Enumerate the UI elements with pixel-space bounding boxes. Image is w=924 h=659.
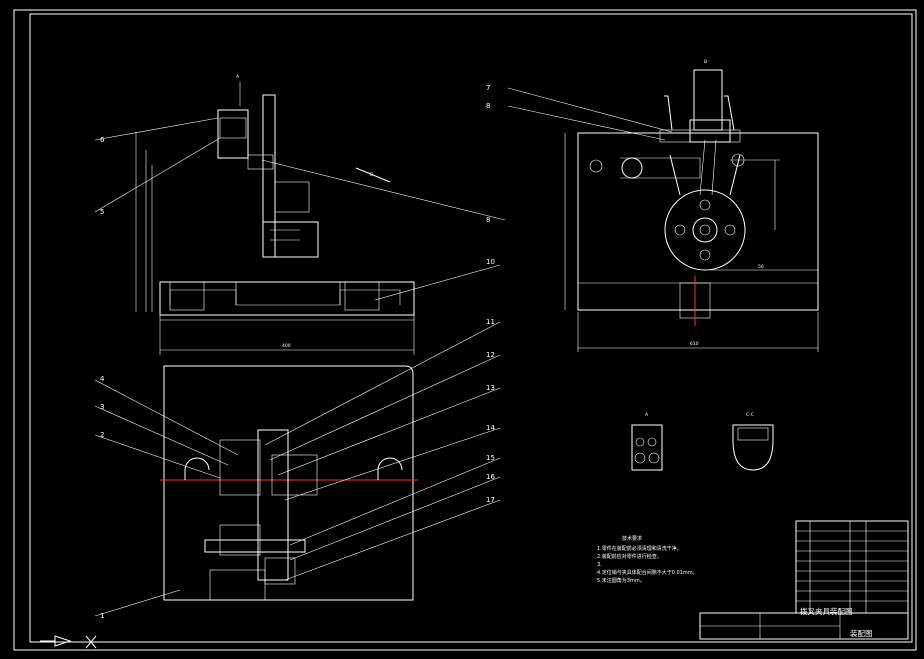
- leader-lines-right: [507, 87, 673, 141]
- dim-base-width: 610: [690, 341, 699, 347]
- top-base-plate: [163, 365, 414, 601]
- tech-req-title: 技术要求: [622, 535, 642, 542]
- title-block: [699, 520, 909, 640]
- part-label-17: 17: [486, 496, 495, 504]
- part-label-16: 16: [486, 473, 495, 481]
- part-label-11: 11: [486, 318, 495, 326]
- inner-border: [29, 13, 913, 643]
- dim-top-view-width: 400: [282, 343, 291, 349]
- sheet-label: 装配图: [850, 628, 873, 638]
- section-cc-view: [732, 424, 774, 471]
- front-base-plate: [159, 281, 415, 316]
- projection-symbol: [40, 635, 97, 649]
- leader-lines-mid: [261, 159, 506, 581]
- drawing-name: 拨叉夹具装配图: [800, 606, 853, 616]
- top-b-label: B: [704, 59, 707, 65]
- side-base-plate: [577, 132, 819, 311]
- leader-lines-left: [94, 117, 239, 617]
- part-label-7: 7: [486, 84, 490, 92]
- tech-req-line-2: 2.装配前应对零件进行检查。: [597, 553, 662, 560]
- side-view: [564, 69, 819, 352]
- part-label-3: 3: [100, 403, 104, 411]
- section-views: [631, 424, 774, 471]
- front-view: [135, 82, 415, 355]
- tech-req-line-5: 5.未注圆角为3mm。: [597, 577, 645, 584]
- outer-border: [13, 9, 917, 651]
- part-label-13: 13: [486, 384, 495, 392]
- part-label-1: 1: [100, 612, 104, 620]
- part-label-8: 8: [486, 216, 490, 224]
- part-label-6: 6: [100, 136, 105, 144]
- tech-req-line-4: 4.定位销与夹具体配合间隙不大于0.01mm。: [597, 569, 698, 576]
- part-label-4: 4: [100, 375, 105, 383]
- tech-req-line-3: 3.: [597, 562, 602, 568]
- part-label-2: 2: [100, 431, 104, 439]
- top-view: [160, 365, 418, 601]
- front-vertical-column: [262, 94, 276, 258]
- part-label-14: 14: [486, 424, 495, 432]
- part-label-12: 12: [486, 351, 495, 359]
- view-a-arrow-label: A: [236, 74, 240, 80]
- tech-req-line-1: 1.零件在装配前必须清理和清洗干净。: [597, 545, 682, 552]
- part-label-8-top: 8: [486, 102, 490, 110]
- section-cc-label: C-C: [746, 412, 754, 418]
- part-label-15: 15: [486, 454, 495, 462]
- part-label-10: 10: [486, 258, 495, 266]
- part-label-5: 5: [100, 208, 104, 216]
- section-a-view: [631, 424, 663, 471]
- dim-x1: 56: [758, 264, 764, 270]
- section-a-label: A: [645, 412, 649, 418]
- view-b-arrow-label: B: [370, 172, 373, 178]
